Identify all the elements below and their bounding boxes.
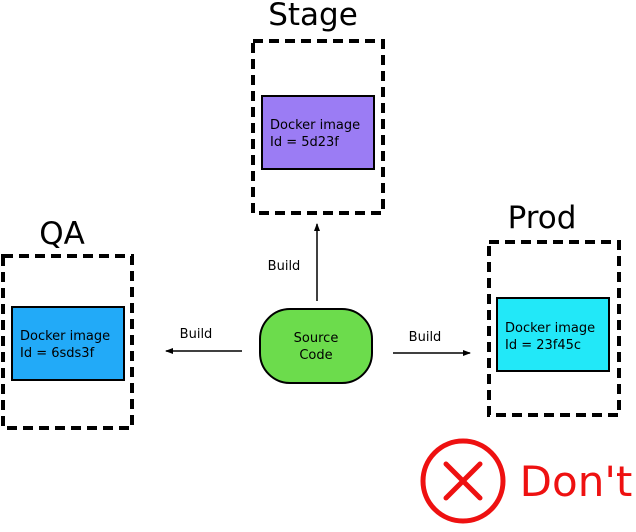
stage-docker-image-id: Id = 5d23f xyxy=(270,135,339,150)
build-arrow-right: Build xyxy=(393,330,471,356)
source-code-label-line2: Code xyxy=(299,348,332,363)
qa-title: QA xyxy=(39,216,85,252)
x-circle-icon xyxy=(420,438,506,524)
qa-docker-image-label: Docker image xyxy=(20,329,110,344)
qa-environment: QA Docker image Id = 6sds3f xyxy=(1,216,134,430)
prod-title: Prod xyxy=(508,200,577,236)
stage-docker-image-box xyxy=(261,95,375,170)
source-code-node: Source Code xyxy=(259,308,373,384)
prod-docker-image-label: Docker image xyxy=(505,321,595,336)
x-circle-icon-stroke-b xyxy=(443,461,483,501)
x-circle-icon-ring xyxy=(420,438,506,524)
qa-docker-image-id: Id = 6sds3f xyxy=(20,346,95,361)
build-arrow-up-label: Build xyxy=(268,259,301,274)
qa-environment-border xyxy=(1,254,134,430)
stage-environment: Stage Docker image Id = 5d23f xyxy=(251,0,385,215)
stage-environment-border xyxy=(251,39,385,215)
qa-docker-image-box xyxy=(11,306,125,381)
source-code-label-line1: Source xyxy=(294,331,339,346)
qa-docker-image: Docker image Id = 6sds3f xyxy=(11,306,125,381)
stage-docker-image-label: Docker image xyxy=(270,118,360,133)
build-arrow-left: Build xyxy=(165,327,242,354)
prod-docker-image-box xyxy=(496,297,610,372)
source-code-shape xyxy=(259,308,373,384)
dont-label: Don't xyxy=(520,457,633,506)
stage-title: Stage xyxy=(268,0,358,33)
dont-verdict: Don't xyxy=(420,438,633,524)
prod-environment-border xyxy=(487,240,621,417)
prod-environment: Prod Docker image Id = 23f45c xyxy=(487,200,621,417)
prod-docker-image: Docker image Id = 23f45c xyxy=(496,297,610,372)
build-arrow-left-label: Build xyxy=(180,327,213,342)
build-arrow-up: Build xyxy=(268,223,320,301)
stage-docker-image: Docker image Id = 5d23f xyxy=(261,95,375,170)
prod-docker-image-id: Id = 23f45c xyxy=(505,338,581,353)
build-arrow-right-label: Build xyxy=(409,330,442,345)
